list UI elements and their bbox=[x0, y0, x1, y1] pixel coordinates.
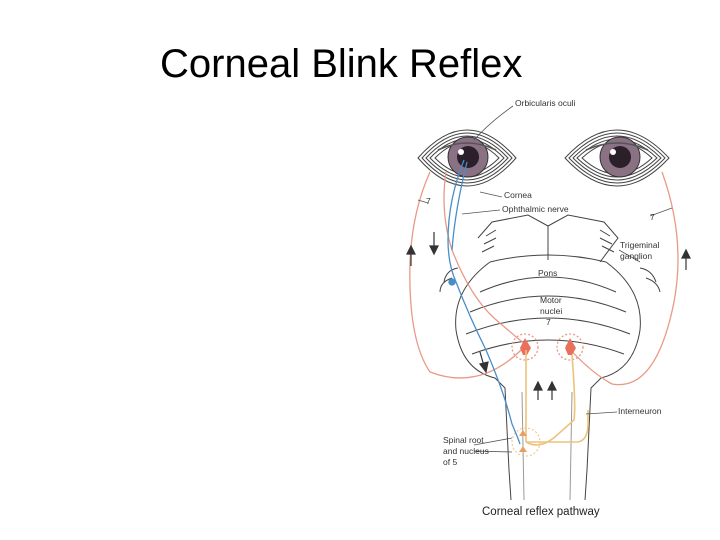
label-cornea: Cornea bbox=[504, 190, 532, 200]
label-spinal-root-1: Spinal root bbox=[443, 435, 484, 445]
label-facial-nerve-left: 7 bbox=[426, 196, 431, 206]
label-trigeminal-ganglion-2: ganglion bbox=[620, 251, 652, 261]
label-spinal-root-2: and nucleus bbox=[443, 446, 489, 456]
label-interneuron: Interneuron bbox=[618, 406, 662, 416]
label-trigeminal-ganglion-1: Trigeminal bbox=[620, 240, 659, 250]
label-motor-nuclei-2: nuclei bbox=[540, 306, 562, 316]
label-spinal-root-3: of 5 bbox=[443, 457, 457, 467]
label-motor-nuclei-3: 7 bbox=[546, 317, 551, 327]
interneuron-pathway bbox=[512, 350, 588, 456]
label-motor-nuclei-1: Motor bbox=[540, 295, 562, 305]
label-pons: Pons bbox=[538, 268, 557, 278]
label-ophthalmic-nerve: Ophthalmic nerve bbox=[502, 204, 569, 214]
right-eye bbox=[565, 130, 669, 186]
left-eye bbox=[418, 130, 516, 186]
label-facial-nerve-right: 7 bbox=[650, 212, 655, 222]
diagram-caption: Corneal reflex pathway bbox=[482, 506, 600, 518]
label-orbicularis-oculi: Orbicularis oculi bbox=[515, 98, 576, 108]
